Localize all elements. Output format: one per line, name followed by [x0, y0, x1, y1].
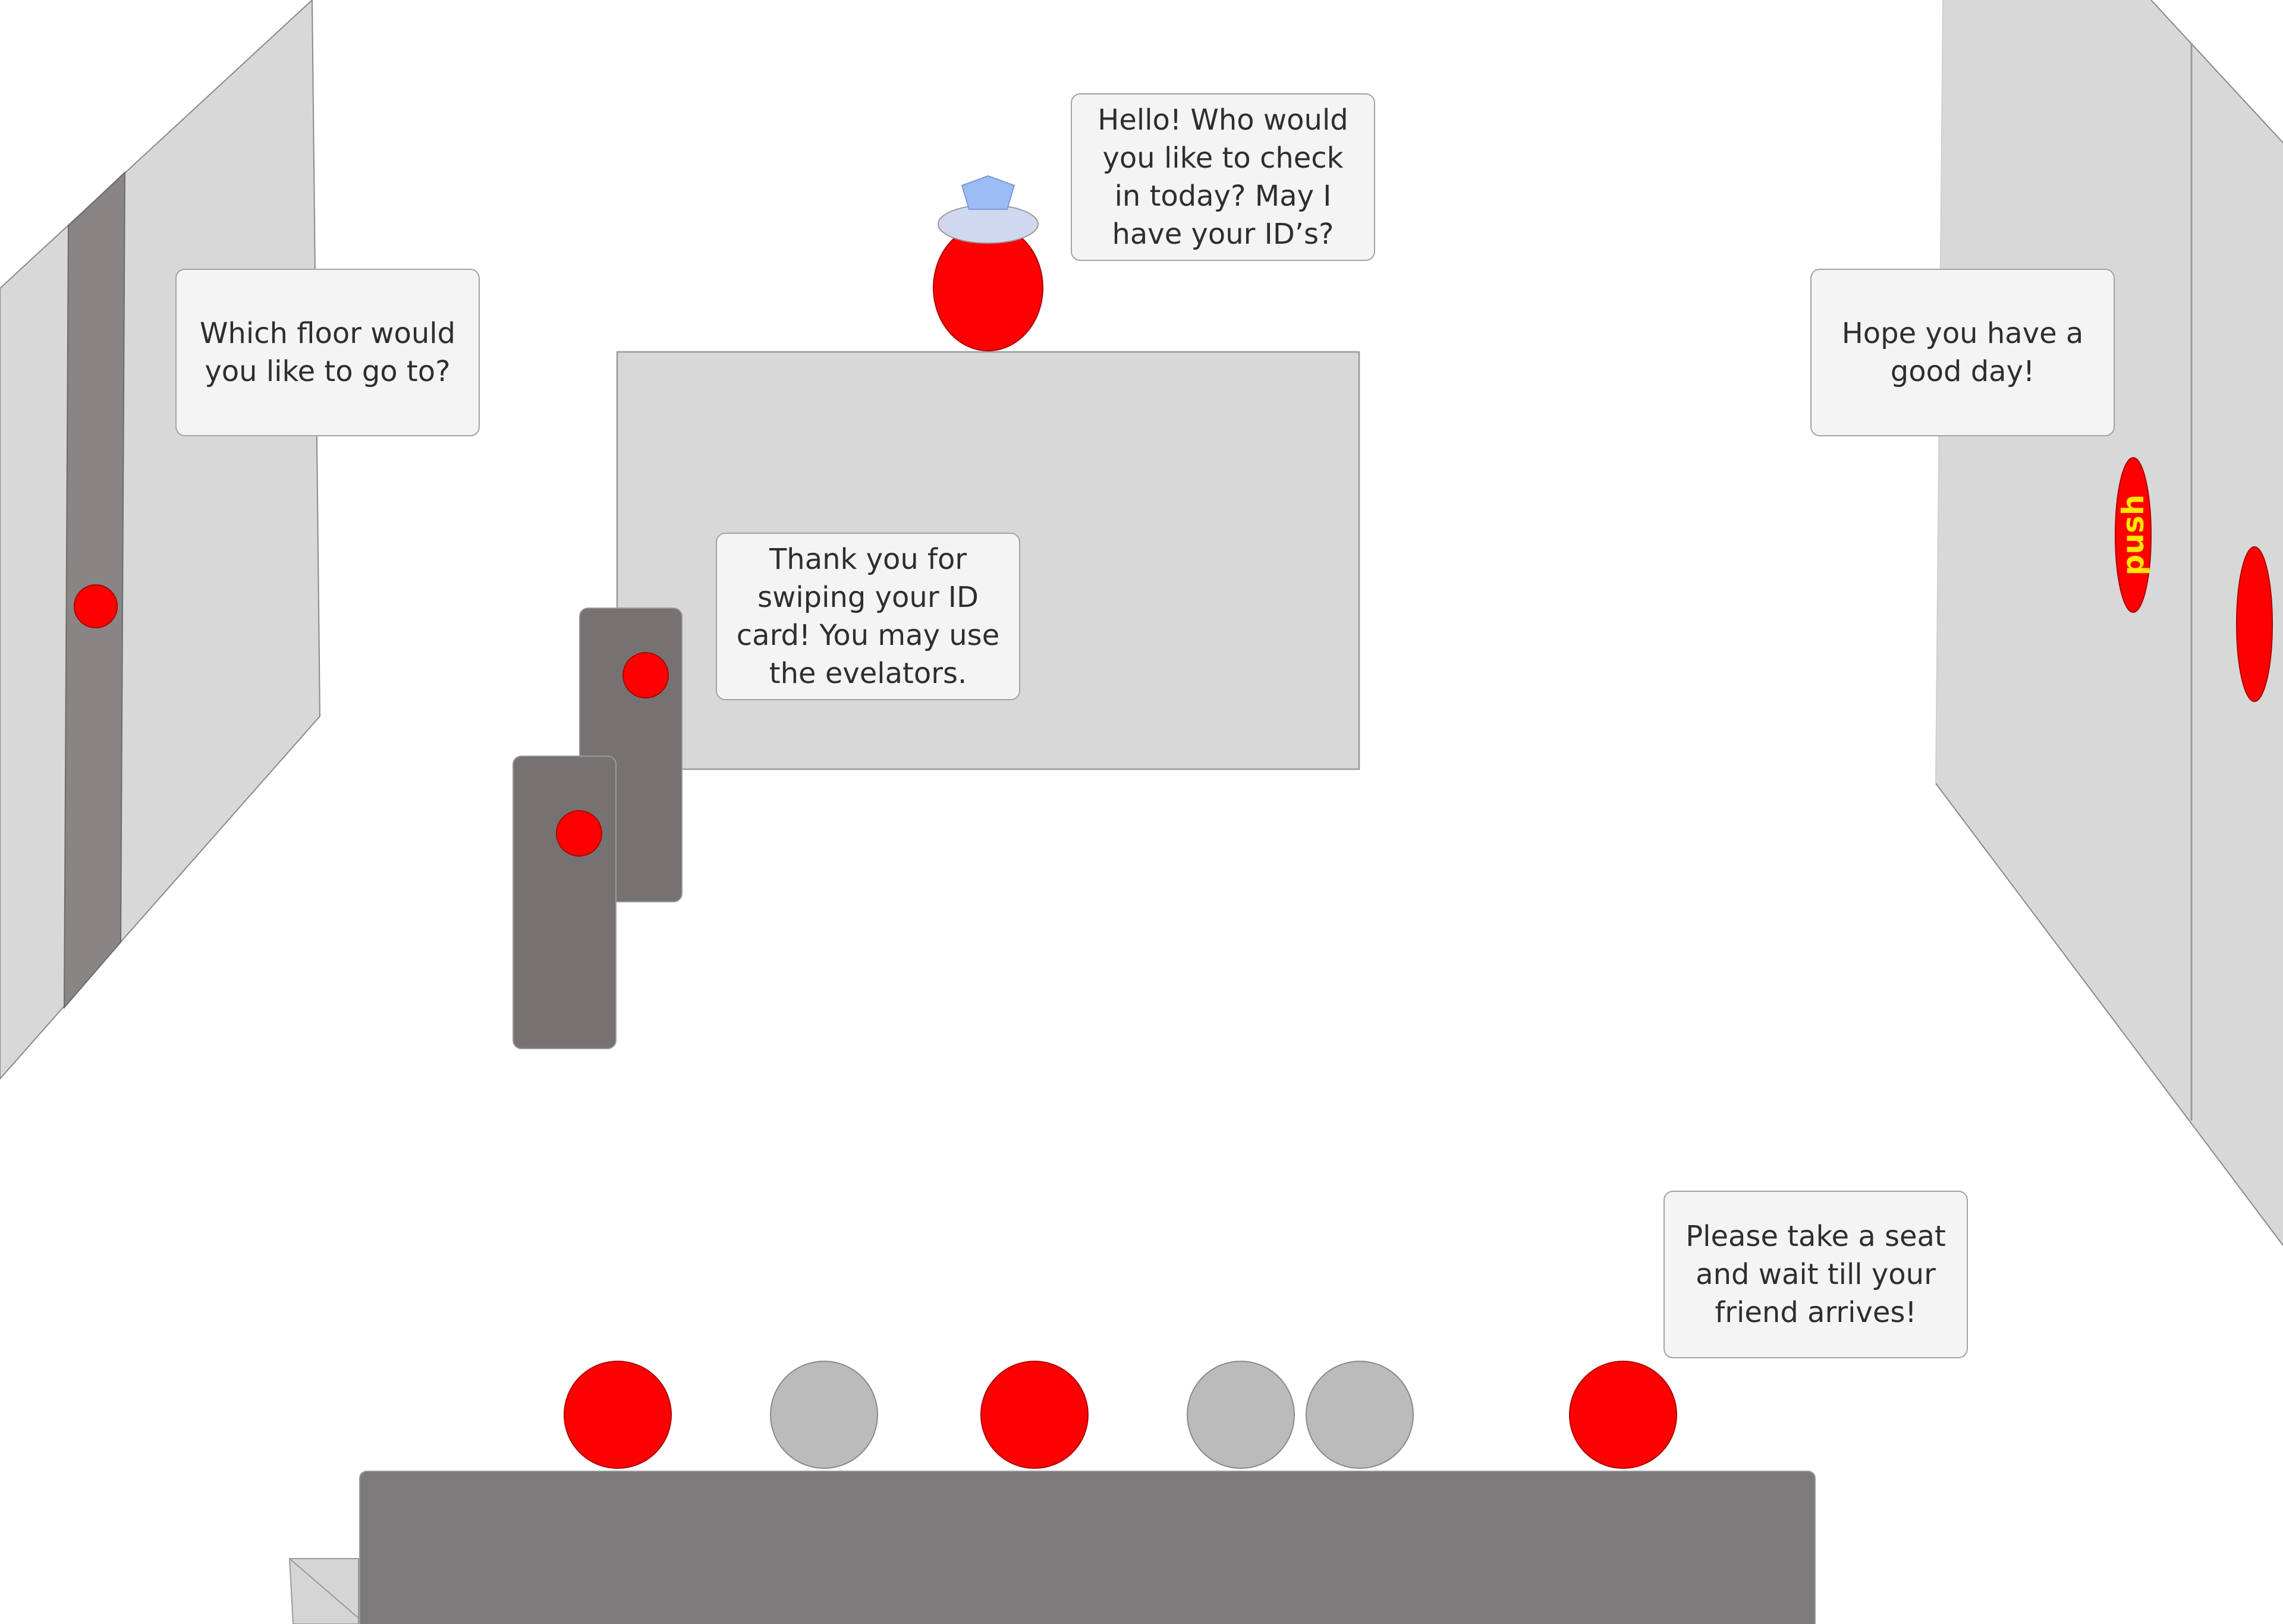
- waiting-bench: [360, 1471, 1815, 1624]
- guard-hat: [938, 205, 1038, 243]
- turnstile-front: [513, 756, 616, 1049]
- elevator-speech-bubble: Which floor would you like to go to?: [175, 269, 480, 436]
- guard-hat-badge-icon: [962, 176, 1014, 209]
- exit-door-handle[interactable]: [2237, 547, 2272, 701]
- right-wall: [1936, 0, 2283, 1245]
- receptionist-speech-bubble: Hello! Who would you like to check in to…: [1071, 93, 1375, 261]
- seated-visitor: [564, 1361, 671, 1468]
- waiting-area: [290, 1361, 1815, 1624]
- side-table: [290, 1559, 359, 1624]
- turnstiles: [513, 608, 682, 1049]
- empty-seat[interactable]: [1187, 1361, 1294, 1468]
- seated-visitor: [1570, 1361, 1677, 1468]
- turnstile-front-card-reader[interactable]: [556, 811, 602, 856]
- turnstile-speech-bubble: Thank you for swiping your ID card! You …: [716, 533, 1020, 700]
- push-label: push: [2116, 495, 2150, 576]
- right-wall-group: push: [1936, 0, 2283, 1245]
- seated-visitor: [981, 1361, 1088, 1468]
- left-wall: [0, 0, 320, 1079]
- waiting-speech-bubble: Please take a seat and wait till your fr…: [1663, 1191, 1968, 1358]
- turnstile-back-card-reader[interactable]: [623, 653, 668, 698]
- elevator-call-button[interactable]: [74, 585, 117, 628]
- empty-seat[interactable]: [771, 1361, 878, 1468]
- empty-seat[interactable]: [1306, 1361, 1413, 1468]
- left-wall-group: [0, 0, 320, 1079]
- exit-speech-bubble: Hope you have a good day!: [1810, 269, 2115, 436]
